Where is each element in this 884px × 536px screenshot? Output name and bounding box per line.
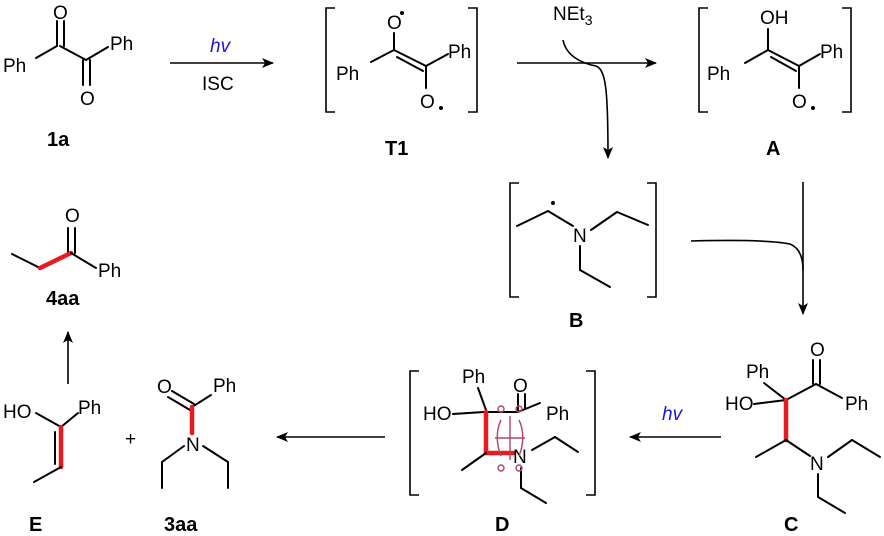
atom-label: Ph [746,362,769,383]
hv-label-top: hv [210,36,232,57]
amine-label: NEt3 [553,4,593,28]
atom-label: OH [760,8,789,29]
hv-label-mid: hv [662,404,684,425]
label-C: C [784,514,798,536]
plus-sign: + [125,429,136,450]
atom-label: Ph [546,404,569,425]
atom-label: O [157,377,172,398]
atom-label: O [53,3,68,24]
compound-B: N [509,182,657,298]
atom-label: O [65,206,80,227]
atom-label: O [387,13,402,34]
compound-D: Ph HO O Ph N [409,367,596,504]
label-A: A [766,138,780,160]
atom-label: O [792,92,807,113]
label-E: E [29,514,42,536]
arrow-amine-to-B [562,39,613,159]
atom-label: O [80,89,95,110]
atom-label: N [810,454,824,475]
arrow-B-merge [690,239,804,271]
compound-A: OH Ph Ph O [698,7,852,113]
atom-label: O [420,92,435,113]
atom-label: HO [423,404,452,425]
label-B: B [569,310,583,332]
label-3aa: 3aa [164,514,198,536]
compound-T1: O Ph Ph O [325,7,478,113]
atom-label: HO [725,394,754,415]
atom-label: Ph [213,376,236,397]
compound-4aa: O Ph [11,206,121,282]
atom-label: Ph [98,261,121,282]
atom-label: Ph [3,56,26,77]
label-T1: T1 [385,138,408,160]
atom-label: Ph [462,367,485,388]
label-4aa: 4aa [46,288,80,310]
atom-label: Ph [448,42,471,63]
atom-label: Ph [820,42,843,63]
atom-label: HO [3,402,32,423]
atom-label: Ph [707,64,730,85]
isc-label: ISC [202,74,234,95]
orbital-overlap [495,405,525,472]
label-1a: 1a [47,129,70,151]
atom-label: O [810,340,825,361]
compound-3aa: O Ph N [157,376,236,489]
compound-C: Ph HO O Ph N [725,340,881,514]
compound-E: HO Ph [3,398,101,483]
atom-label: N [513,447,527,468]
compound-1a: Ph O Ph O [3,3,133,110]
atom-label: Ph [845,394,868,415]
atom-label: N [573,226,587,247]
label-D: D [495,514,509,536]
atom-label: Ph [110,34,133,55]
atom-label: O [513,376,528,397]
atom-label: N [186,435,200,456]
atom-label: Ph [336,64,359,85]
atom-label: Ph [78,398,101,419]
